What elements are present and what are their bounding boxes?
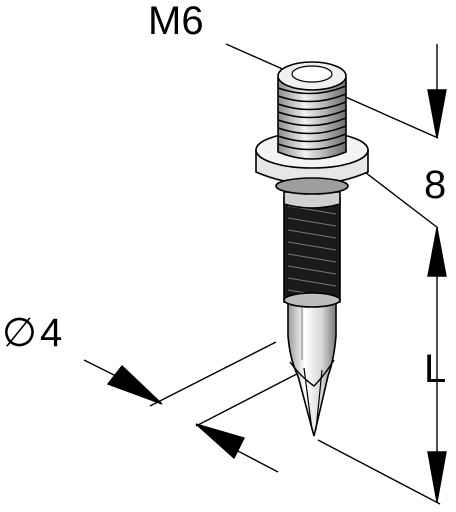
diameter-arrow-lower — [195, 423, 246, 460]
diameter-extension-line-upper — [149, 341, 277, 407]
diameter-symbol: ∅ — [2, 311, 37, 355]
tip-ridge-2 — [315, 369, 323, 431]
diameter-value: 4 — [40, 311, 62, 355]
tip-extension-line — [317, 439, 441, 505]
length-label: L — [424, 347, 446, 391]
collar-bottom-ring — [283, 292, 341, 308]
pin-neck — [283, 191, 341, 209]
threaded-pin — [255, 61, 369, 437]
diameter-leader-upper — [83, 359, 121, 379]
thread-length-label: 8 — [424, 163, 446, 207]
washer-bottom-shadow — [275, 177, 349, 195]
diameter-dimension — [83, 341, 321, 473]
dim-arrow-mid-up — [427, 227, 447, 277]
diameter-arrow-upper — [106, 364, 163, 405]
tip-ridge-1 — [303, 367, 313, 431]
tip-facet — [289, 359, 335, 387]
dim-arrow-bottom-down — [427, 451, 447, 503]
vertical-dimension — [427, 44, 447, 503]
thread-lines — [277, 85, 347, 151]
dim-arrow-top-down — [427, 89, 447, 139]
thread-size-label: M6 — [148, 0, 204, 43]
diameter-leader-lower — [235, 449, 279, 473]
thread-top-inner — [291, 65, 333, 83]
pin-tip — [287, 299, 337, 437]
